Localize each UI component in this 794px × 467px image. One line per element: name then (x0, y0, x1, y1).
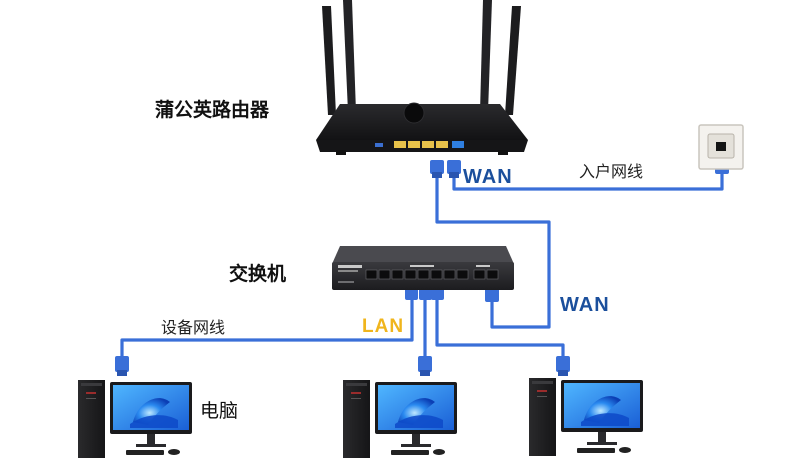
rj45-connector-icon (405, 288, 418, 300)
computer-label: 电脑 (200, 400, 239, 422)
rj45-connector-icon (556, 356, 570, 376)
rj45-connector-icon (115, 356, 129, 376)
cable-connectors (115, 156, 729, 376)
router-icon (316, 0, 528, 155)
wan-label-right: WAN (560, 294, 610, 316)
computer-icon (343, 380, 457, 458)
switch-label: 交换机 (229, 263, 287, 285)
wan-cable-router-to-socket (452, 166, 724, 191)
switch-icon (332, 246, 514, 290)
household-line-label: 入户网线 (579, 162, 644, 181)
router-label: 蒲公英路由器 (155, 99, 270, 121)
computer-icon (529, 378, 643, 456)
rj45-connector-icon (485, 288, 499, 302)
cables (120, 166, 724, 362)
rj45-connector-icon (419, 288, 432, 300)
wall-socket-icon (698, 124, 744, 170)
cable-router-to-switch-wan (435, 170, 551, 329)
rj45-connector-icon (447, 160, 461, 178)
computer-icon (78, 380, 192, 458)
rj45-connector-icon (418, 356, 432, 376)
wan-label-top: WAN (463, 166, 513, 188)
lan-cable-to-pc-right (435, 294, 565, 360)
lan-label: LAN (362, 316, 405, 337)
rj45-connector-icon (431, 288, 444, 300)
device-line-label: 设备网线 (161, 318, 226, 337)
lan-cable-to-pc-left (120, 294, 414, 360)
rj45-connector-icon (430, 160, 444, 178)
